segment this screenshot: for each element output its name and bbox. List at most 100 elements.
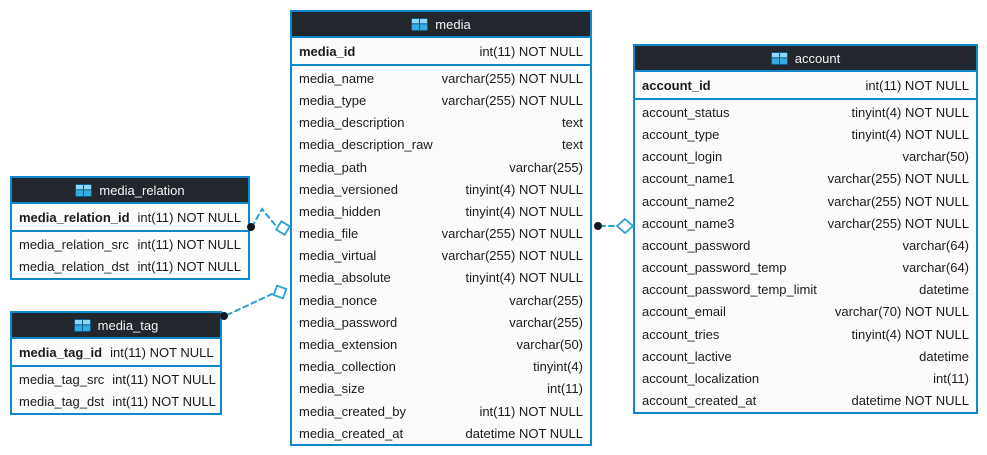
field-name: media_collection	[299, 359, 396, 375]
field-name: media_description_raw	[299, 137, 433, 153]
field-type: tinyint(4) NOT NULL	[465, 181, 583, 197]
table-icon	[75, 183, 93, 197]
table-header[interactable]: account	[635, 46, 976, 72]
field-type: int(11) NOT NULL	[479, 403, 583, 419]
field-type: varchar(255)	[509, 292, 583, 308]
field-type: tinyint(4) NOT NULL	[851, 126, 969, 142]
field-name: account_name2	[642, 193, 735, 209]
field-type: tinyint(4) NOT NULL	[851, 104, 969, 120]
table-header[interactable]: media	[292, 12, 590, 38]
field-row-media_tag_src[interactable]: media_tag_src int(11) NOT NULL	[12, 368, 220, 390]
relation-diamond-icon	[615, 217, 635, 235]
field-name: media_created_by	[299, 403, 406, 419]
field-type: int(11) NOT NULL	[112, 371, 216, 387]
field-row-media_file[interactable]: media_file varchar(255) NOT NULL	[292, 223, 590, 245]
field-row-media_description_raw[interactable]: media_description_raw text	[292, 134, 590, 156]
field-row-media_created_by[interactable]: media_created_by int(11) NOT NULL	[292, 400, 590, 422]
field-name: media_name	[299, 70, 375, 86]
table-title: media_tag	[97, 317, 159, 333]
relation-media-relation-to-media[interactable]	[247, 207, 292, 237]
field-name: account_email	[642, 304, 726, 320]
field-type: tinyint(4) NOT NULL	[851, 326, 969, 342]
table-icon	[73, 318, 91, 332]
table-header[interactable]: media_relation	[12, 178, 248, 204]
field-type: int(11) NOT NULL	[110, 344, 214, 360]
field-name: media_size	[299, 381, 365, 397]
field-name: media_relation_id	[19, 209, 130, 225]
field-name: media_path	[299, 159, 367, 175]
table-title: media	[435, 16, 471, 32]
field-type: varchar(255)	[509, 314, 583, 330]
table-media-relation[interactable]: media_relation media_relation_id int(11) …	[10, 176, 250, 280]
field-type: text	[562, 137, 583, 153]
field-row-media_virtual[interactable]: media_virtual varchar(255) NOT NULL	[292, 245, 590, 267]
field-name: media_tag_src	[19, 371, 105, 387]
table-icon	[770, 51, 788, 65]
field-type: varchar(64)	[902, 260, 969, 276]
relation-diamond-icon	[274, 219, 292, 237]
field-name: media_virtual	[299, 248, 377, 264]
field-type: tinyint(4) NOT NULL	[465, 203, 583, 219]
field-type: varchar(255) NOT NULL	[441, 226, 583, 242]
field-type: int(11) NOT NULL	[137, 258, 241, 274]
table-icon	[411, 17, 429, 31]
field-name: media_absolute	[299, 270, 391, 286]
field-name: media_relation_src	[19, 236, 129, 252]
table-header[interactable]: media_tag	[12, 313, 220, 339]
field-type: int(11) NOT NULL	[137, 209, 242, 225]
field-type: text	[562, 115, 583, 131]
field-type: datetime	[919, 282, 969, 298]
field-type: datetime	[919, 348, 969, 364]
field-name: media_file	[299, 226, 359, 242]
field-row-media_relation_id[interactable]: media_relation_id int(11) NOT NULL	[12, 206, 248, 228]
table-title: account	[794, 50, 841, 66]
field-name: account_created_at	[642, 393, 757, 409]
relation-diamond-icon	[272, 284, 288, 300]
relation-media-tag-to-media[interactable]	[220, 283, 289, 320]
field-type: varchar(255) NOT NULL	[441, 248, 583, 264]
relation-media-to-account[interactable]	[594, 217, 635, 235]
field-type: int(11)	[933, 371, 969, 387]
